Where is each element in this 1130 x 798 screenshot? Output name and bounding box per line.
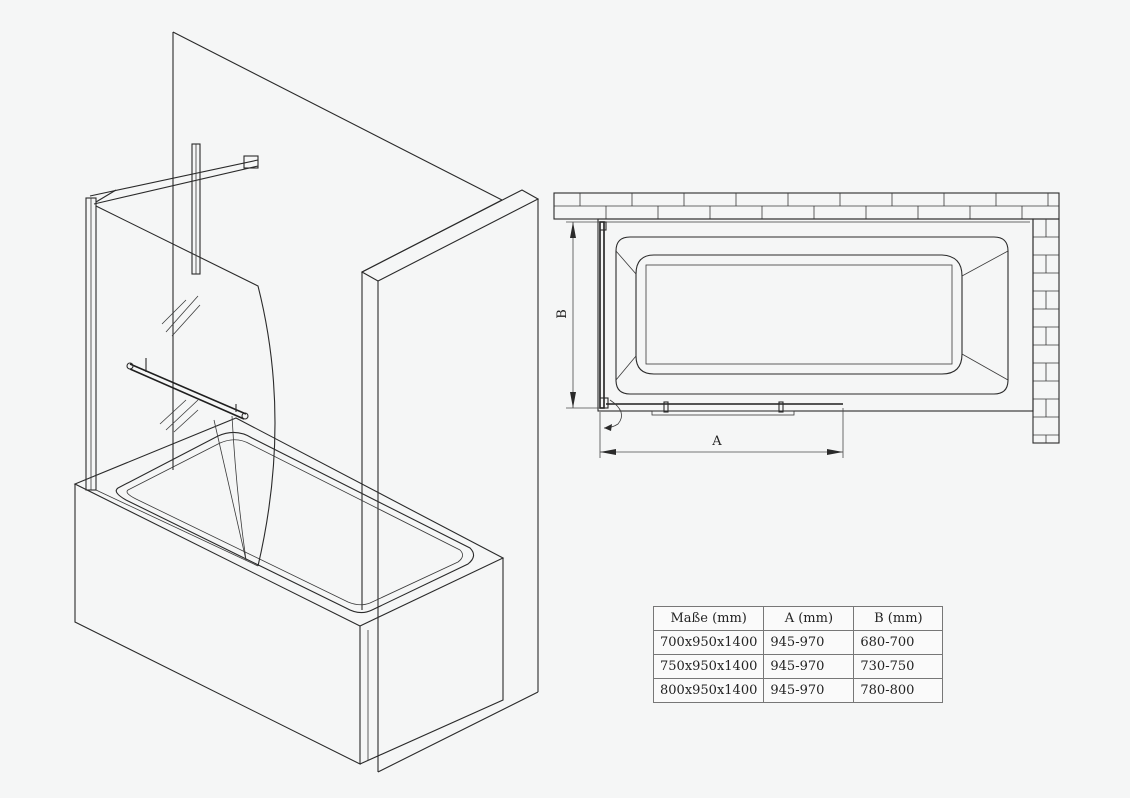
screen-plan	[599, 221, 843, 431]
dimension-a: A	[599, 408, 844, 458]
dimension-b-label: B	[555, 309, 570, 319]
header-a: A (mm)	[763, 606, 855, 631]
size-table: Maße (mm) A (mm) B (mm) 700x950x1400 945…	[652, 606, 944, 703]
cell-b: 730-750	[853, 654, 944, 679]
dimension-b: B	[555, 221, 600, 409]
cell-size: 750x950x1400	[652, 654, 765, 679]
cell-b: 780-800	[853, 678, 944, 703]
top-brick-wall	[553, 192, 1060, 220]
cell-a: 945-970	[763, 678, 855, 703]
table-header-row: Maße (mm) A (mm) B (mm)	[652, 606, 944, 631]
header-dimensions: Maße (mm)	[652, 606, 765, 631]
bathtub	[73, 417, 505, 765]
cell-a: 945-970	[763, 654, 855, 679]
table-row: 800x950x1400 945-970 780-800	[652, 678, 944, 703]
right-brick-wall	[1032, 218, 1060, 444]
back-wall	[172, 31, 504, 610]
cell-a: 945-970	[763, 630, 855, 655]
dimension-a-label: A	[711, 434, 722, 449]
plan-view: A B	[553, 192, 1060, 458]
bath-screen	[85, 143, 276, 567]
cell-size: 800x950x1400	[652, 678, 765, 703]
table-row: 750x950x1400 945-970 730-750	[652, 654, 944, 679]
table-row: 700x950x1400 945-970 680-700	[652, 630, 944, 655]
bathtub-plan	[597, 218, 1034, 412]
isometric-view	[73, 31, 540, 773]
side-wall	[360, 189, 540, 773]
header-b: B (mm)	[853, 606, 944, 631]
cell-size: 700x950x1400	[652, 630, 765, 655]
cell-b: 680-700	[853, 630, 944, 655]
